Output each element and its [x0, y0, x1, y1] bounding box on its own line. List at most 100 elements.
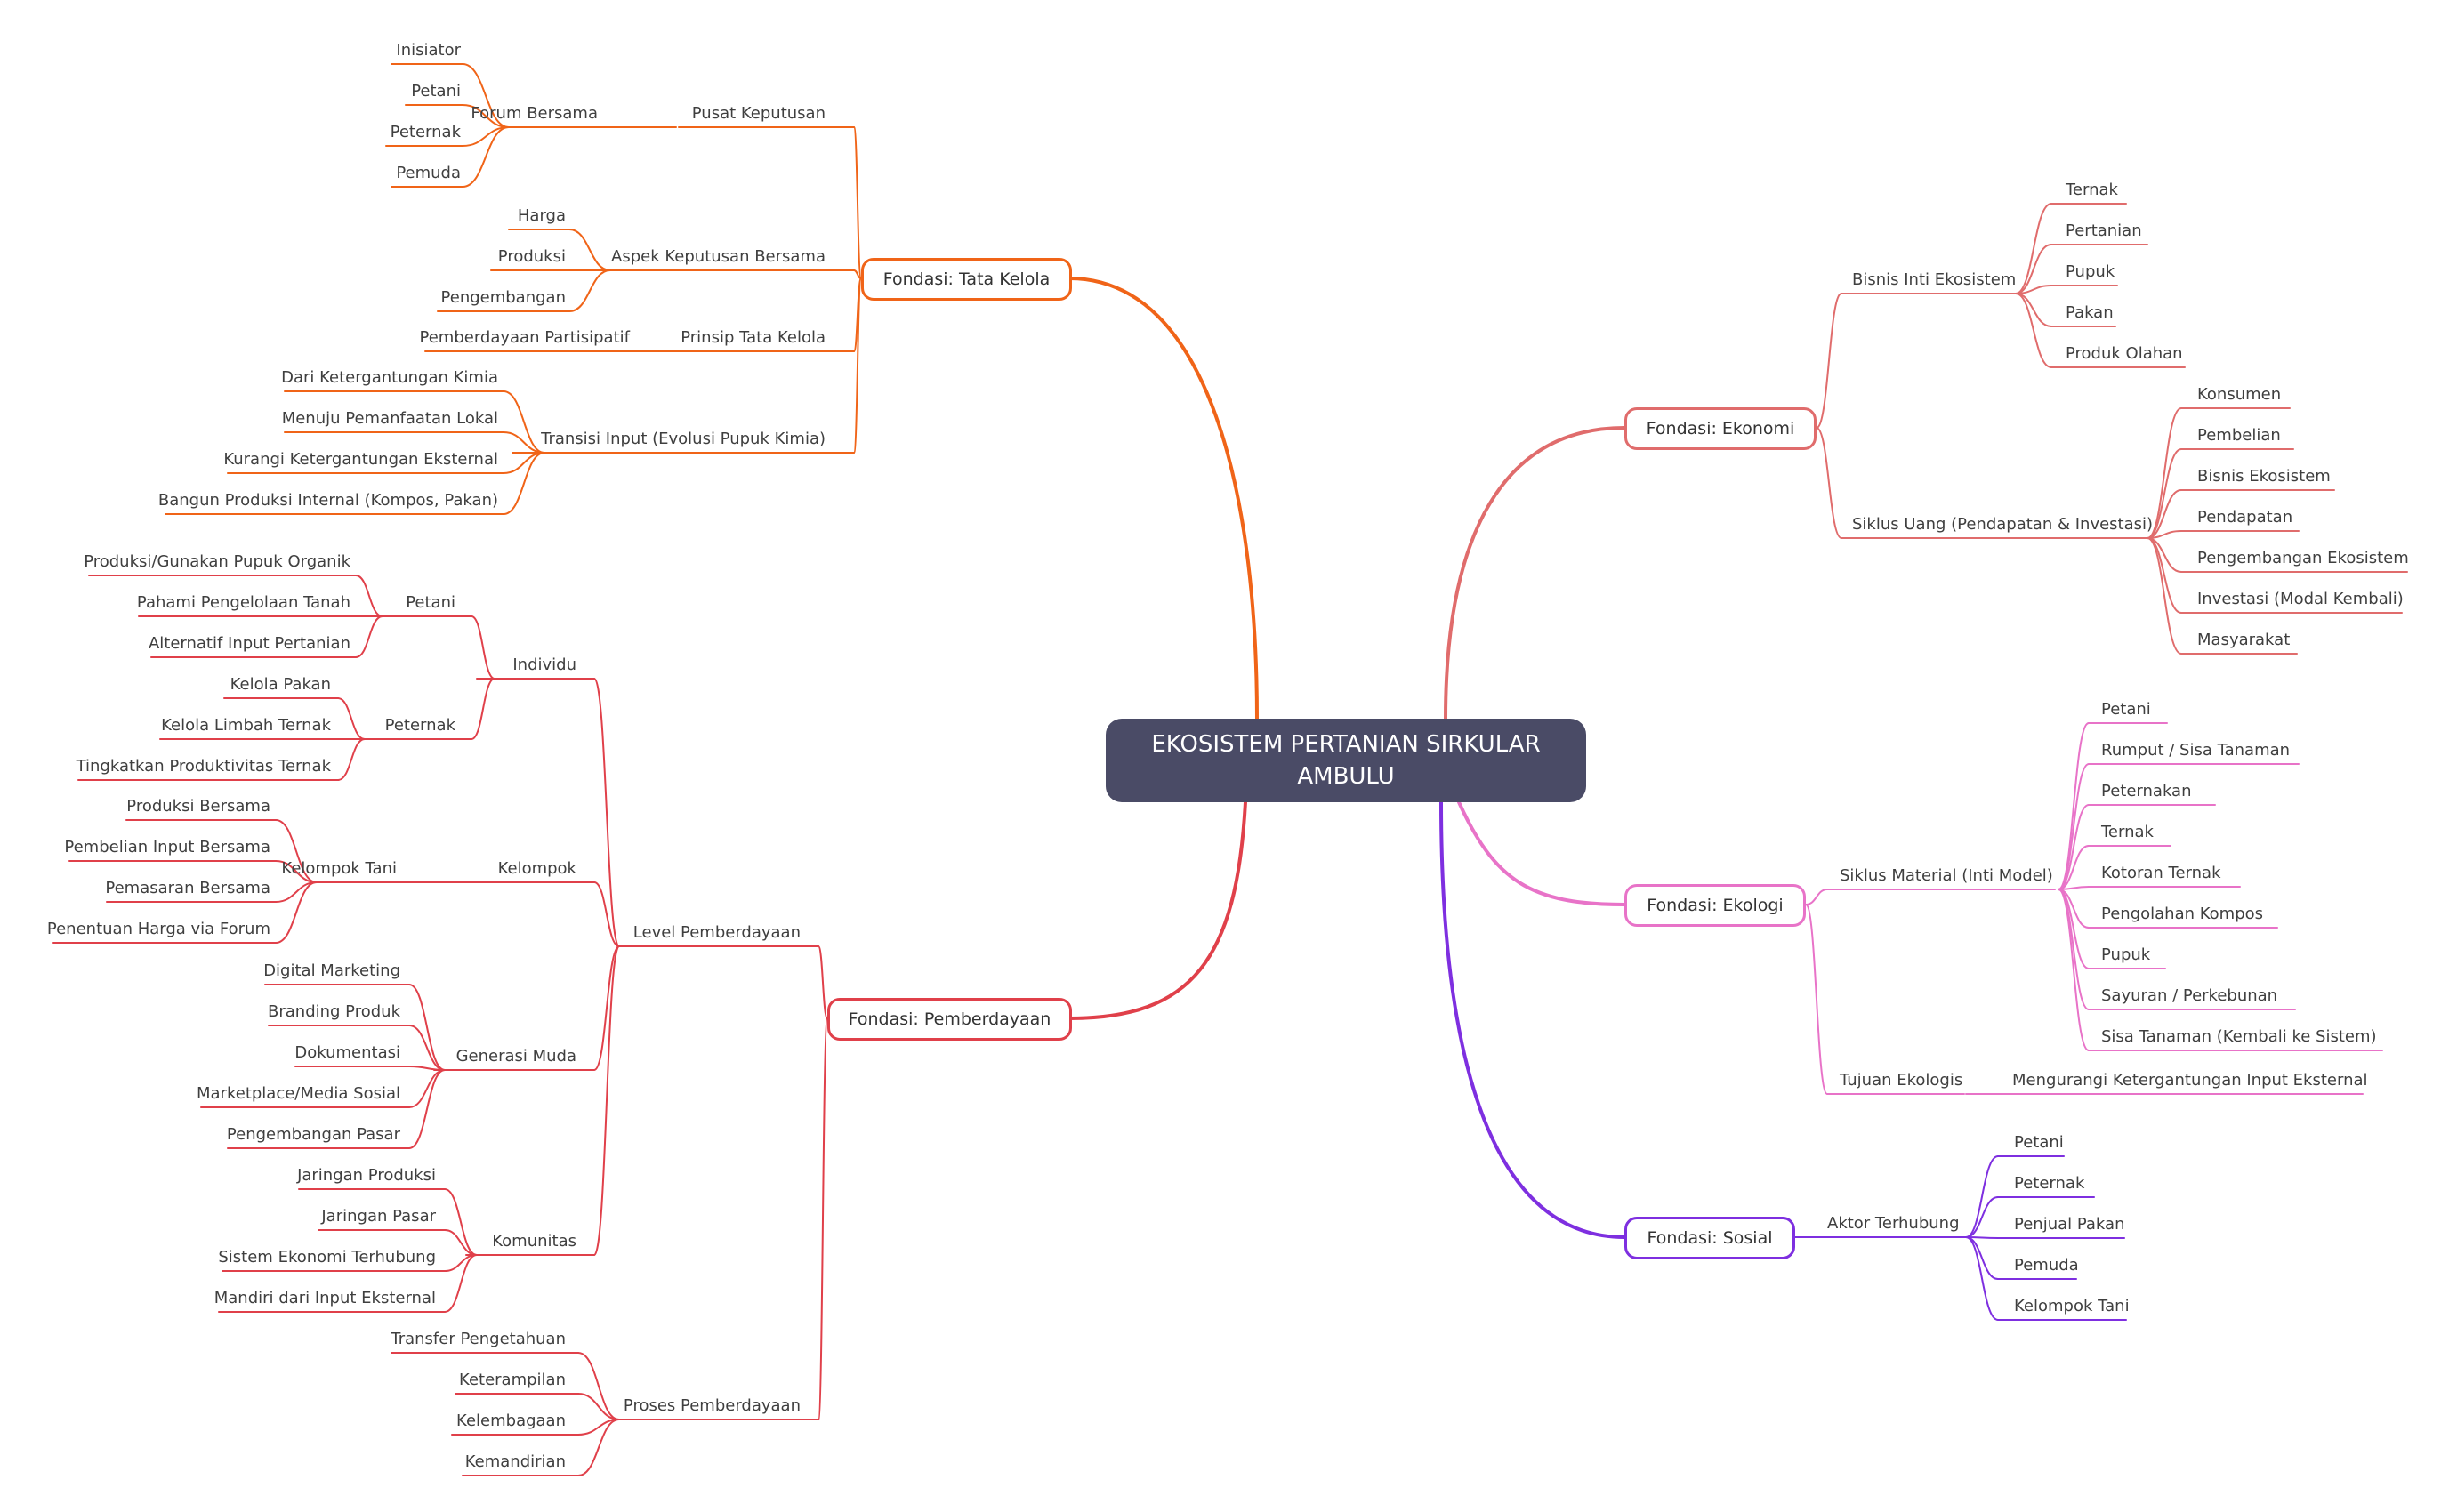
leaf-uang-bisnis-ekosistem[interactable]: Bisnis Ekosistem: [2197, 467, 2331, 486]
leaf-proses-kemandirian[interactable]: Kemandirian: [464, 1452, 566, 1471]
leaf-material-pengolahan-kompos[interactable]: Pengolahan Kompos: [2101, 905, 2264, 923]
leaf-gm-branding-produk[interactable]: Branding Produk: [268, 1002, 400, 1021]
leaf-gm-pengembangan-pasar[interactable]: Pengembangan Pasar: [226, 1125, 400, 1144]
leaf-transisi-dari-ketergantungan-kimia[interactable]: Dari Ketergantungan Kimia: [281, 368, 498, 387]
leaf-km-jaringan-produksi[interactable]: Jaringan Produksi: [297, 1166, 436, 1185]
leaf-aspek-produksi[interactable]: Produksi: [497, 247, 566, 266]
leaf-uang-masyarakat[interactable]: Masyarakat: [2197, 631, 2291, 649]
connector-level-1: [593, 881, 620, 947]
leaf-kt-produksi-bersama[interactable]: Produksi Bersama: [126, 797, 270, 816]
leaf-aspek-harga[interactable]: Harga: [517, 206, 566, 225]
leaf-petani-alternatif-input-pertanian[interactable]: Alternatif Input Pertanian: [148, 634, 350, 653]
leaf-transisi-kurangi-ketergantungan-eksternal[interactable]: Kurangi Ketergantungan Eksternal: [223, 450, 498, 469]
leaf-kt-pembelian-input-bersama[interactable]: Pembelian Input Bersama: [64, 838, 270, 857]
leaf-forum-pemuda[interactable]: Pemuda: [396, 164, 461, 182]
leaf-bisnis-ternak[interactable]: Ternak: [2066, 181, 2118, 199]
leaf-peternak-kelola-pakan[interactable]: Kelola Pakan: [230, 675, 331, 694]
node-proses-pemberdayaan[interactable]: Proses Pemberdayaan: [623, 1396, 801, 1415]
leaf-bisnis-produk-olahan[interactable]: Produk Olahan: [2066, 344, 2183, 363]
leaf-material-rumput-sisa-tanaman[interactable]: Rumput / Sisa Tanaman: [2101, 741, 2291, 760]
leaf-kt-pemasaran-bersama[interactable]: Pemasaran Bersama: [105, 879, 270, 897]
leaf-proses-kelembagaan[interactable]: Kelembagaan: [456, 1411, 566, 1430]
leaf-uang-pendapatan[interactable]: Pendapatan: [2197, 508, 2293, 527]
connector-forum-3: [462, 126, 510, 188]
main-connector-pemberdayaan: [1067, 800, 1247, 1020]
leaf-aktor-penjual-pakan[interactable]: Penjual Pakan: [2014, 1215, 2125, 1234]
leaf-transisi-bangun-produksi-internal-kompos-pakan[interactable]: Bangun Produksi Internal (Kompos, Pakan): [157, 491, 498, 510]
leaf-bisnis-pertanian[interactable]: Pertanian: [2066, 221, 2142, 240]
connector-forum-0: [462, 63, 510, 128]
leaf-kt-penentuan-harga-via-forum[interactable]: Penentuan Harga via Forum: [46, 920, 270, 938]
branch-fondasi-pemberdayaan[interactable]: Fondasi: Pemberdayaan: [827, 998, 1072, 1041]
leaf-material-sisa-tanaman-kembali-ke-sistem[interactable]: Sisa Tanaman (Kembali ke Sistem): [2101, 1027, 2377, 1046]
node-individu[interactable]: Individu: [512, 655, 576, 674]
leaf-aktor-pemuda[interactable]: Pemuda: [2014, 1256, 2079, 1275]
node-kelompok[interactable]: Kelompok: [497, 859, 576, 878]
node-siklus-material-inti-model[interactable]: Siklus Material (Inti Model): [1840, 866, 2053, 885]
node-siklus-uang-pendapatan-investasi[interactable]: Siklus Uang (Pendapatan & Investasi): [1852, 515, 2154, 534]
leaf-material-kotoran-ternak[interactable]: Kotoran Ternak: [2101, 864, 2221, 882]
node-pusat-keputusan[interactable]: Pusat Keputusan: [691, 104, 826, 123]
leaf-bisnis-pupuk[interactable]: Pupuk: [2066, 262, 2115, 281]
leaf-proses-keterampilan[interactable]: Keterampilan: [459, 1371, 566, 1389]
node-komunitas[interactable]: Komunitas: [492, 1232, 576, 1251]
connector-kt-0: [275, 819, 318, 883]
leaf-forum-petani[interactable]: Petani: [411, 82, 461, 101]
leaf-pemberdayaan-partisipatif[interactable]: Pemberdayaan Partisipatif: [419, 328, 630, 347]
node-level-pemberdayaan[interactable]: Level Pemberdayaan: [632, 923, 801, 942]
branch-fondasi-tata-kelola[interactable]: Fondasi: Tata Kelola: [861, 258, 1072, 301]
leaf-petani-pahami-pengelolaan-tanah[interactable]: Pahami Pengelolaan Tanah: [136, 593, 350, 612]
leaf-forum-inisiator[interactable]: Inisiator: [396, 41, 461, 60]
node-tujuan-ekologis[interactable]: Tujuan Ekologis: [1840, 1071, 1963, 1090]
leaf-km-mandiri-dari-input-eksternal[interactable]: Mandiri dari Input Eksternal: [213, 1289, 436, 1307]
central-topic[interactable]: EKOSISTEM PERTANIAN SIRKULAR AMBULU: [1106, 719, 1586, 802]
leaf-uang-pengembangan-ekosistem[interactable]: Pengembangan Ekosistem: [2197, 549, 2409, 567]
connector-km-1: [444, 1229, 478, 1256]
leaf-uang-investasi-modal-kembali[interactable]: Investasi (Modal Kembali): [2197, 590, 2404, 608]
branch-fondasi-ekologi[interactable]: Fondasi: Ekologi: [1624, 884, 1806, 927]
leaf-aktor-peternak[interactable]: Peternak: [2014, 1174, 2085, 1193]
leaf-uang-konsumen[interactable]: Konsumen: [2197, 385, 2282, 404]
branch-fondasi-sosial[interactable]: Fondasi: Sosial: [1624, 1217, 1795, 1259]
leaf-mengurangi-ketergantungan[interactable]: Mengurangi Ketergantungan Input Eksterna…: [2012, 1071, 2368, 1090]
node-transisi-input-evolusi-pupuk-kimia[interactable]: Transisi Input (Evolusi Pupuk Kimia): [541, 430, 826, 448]
connector-material-0: [2058, 722, 2090, 890]
leaf-forum-peternak[interactable]: Peternak: [390, 123, 461, 141]
leaf-material-pupuk[interactable]: Pupuk: [2101, 945, 2151, 964]
node-aspek-keputusan-bersama[interactable]: Aspek Keputusan Bersama: [611, 247, 826, 266]
leaf-aktor-petani[interactable]: Petani: [2014, 1133, 2064, 1152]
leaf-transisi-menuju-pemanfaatan-lokal[interactable]: Menuju Pemanfaatan Lokal: [281, 409, 498, 428]
leaf-peternak-kelola-limbah-ternak[interactable]: Kelola Limbah Ternak: [161, 716, 331, 735]
node-generasi-muda[interactable]: Generasi Muda: [455, 1047, 576, 1066]
leaf-bisnis-pakan[interactable]: Pakan: [2066, 303, 2114, 322]
connector-aktor-4: [1965, 1236, 1999, 1321]
connector-transisi-1: [503, 431, 545, 454]
node-forum-bersama[interactable]: Forum Bersama: [471, 104, 598, 123]
leaf-proses-transfer-pengetahuan[interactable]: Transfer Pengetahuan: [391, 1330, 566, 1348]
connector-aktor-1: [1965, 1196, 1999, 1238]
branch-fondasi-ekonomi[interactable]: Fondasi: Ekonomi: [1624, 407, 1817, 450]
leaf-km-jaringan-pasar[interactable]: Jaringan Pasar: [321, 1207, 436, 1226]
connector-pr-0: [577, 1352, 620, 1420]
connector-bisnis-4: [2015, 293, 2052, 368]
node-bisnis-inti-ekosistem[interactable]: Bisnis Inti Ekosistem: [1852, 270, 2017, 289]
leaf-petani-produksi-gunakan-pupuk-organik[interactable]: Produksi/Gunakan Pupuk Organik: [84, 552, 350, 571]
leaf-material-peternakan[interactable]: Peternakan: [2101, 782, 2192, 800]
leaf-material-petani[interactable]: Petani: [2101, 700, 2151, 719]
node-aktor-terhubung[interactable]: Aktor Terhubung: [1827, 1214, 1960, 1233]
leaf-aspek-pengembangan[interactable]: Pengembangan: [440, 288, 566, 307]
node-ind-peternak[interactable]: Peternak: [384, 716, 455, 735]
leaf-peternak-tingkatkan-produktivitas-ternak[interactable]: Tingkatkan Produktivitas Ternak: [76, 757, 331, 776]
leaf-gm-dokumentasi[interactable]: Dokumentasi: [294, 1043, 400, 1062]
leaf-gm-marketplace-media-sosial[interactable]: Marketplace/Media Sosial: [197, 1084, 400, 1103]
node-ind-petani[interactable]: Petani: [406, 593, 455, 612]
node-kelompok-tani[interactable]: Kelompok Tani: [281, 859, 397, 878]
connector-petani-0: [355, 575, 383, 617]
leaf-material-sayuran-perkebunan[interactable]: Sayuran / Perkebunan: [2101, 986, 2278, 1005]
leaf-uang-pembelian[interactable]: Pembelian: [2197, 426, 2281, 445]
leaf-aktor-kelompok-tani[interactable]: Kelompok Tani: [2014, 1297, 2130, 1315]
node-prinsip-tata-kelola[interactable]: Prinsip Tata Kelola: [681, 328, 826, 347]
leaf-km-sistem-ekonomi-terhubung[interactable]: Sistem Ekonomi Terhubung: [218, 1248, 436, 1267]
leaf-material-ternak[interactable]: Ternak: [2101, 823, 2154, 841]
leaf-gm-digital-marketing[interactable]: Digital Marketing: [263, 961, 400, 980]
